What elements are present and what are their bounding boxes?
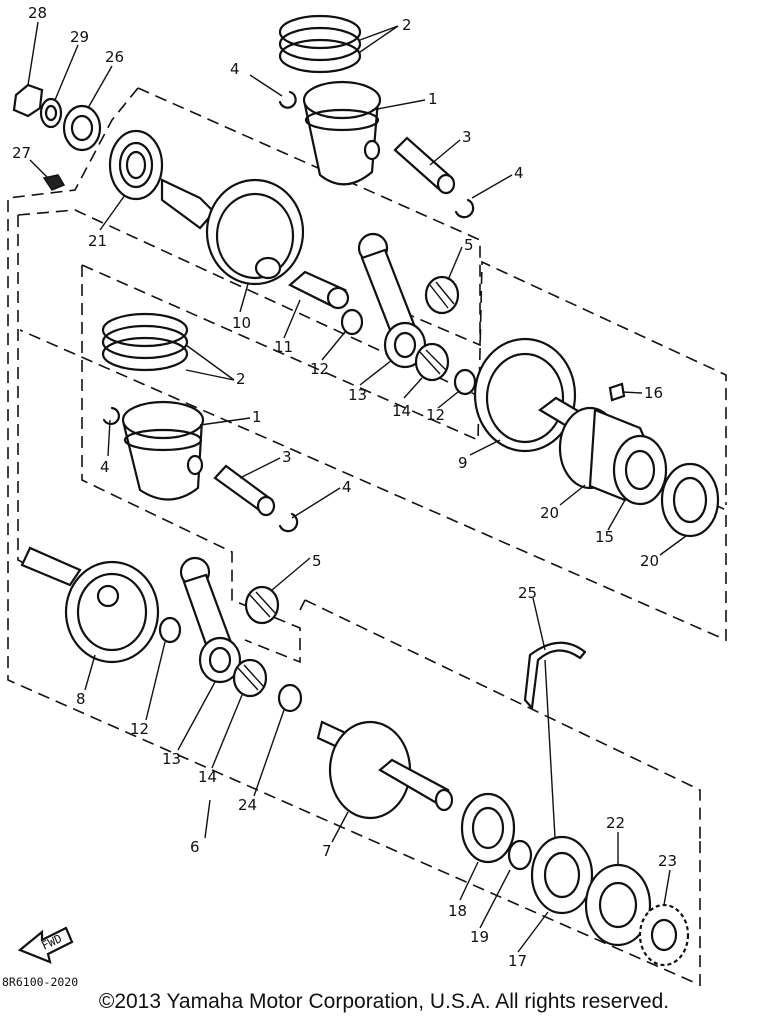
connecting-rod-upper	[357, 232, 427, 369]
piston-rings-upper	[278, 14, 362, 74]
bearing-17	[530, 835, 594, 915]
callout-1-lower: 1	[252, 408, 262, 426]
callout-2-lower: 2	[236, 370, 246, 388]
callout-22: 22	[606, 814, 625, 832]
callout-20-left: 20	[540, 504, 559, 522]
sprocket-23	[638, 903, 690, 967]
callout-6: 6	[190, 838, 200, 856]
callout-17: 17	[508, 952, 527, 970]
callout-12-lower: 12	[130, 720, 149, 738]
needle-bearing-big-end	[232, 658, 268, 698]
piston-pin-upper	[393, 136, 456, 195]
callout-7: 7	[322, 842, 332, 860]
thrust-washer	[453, 368, 477, 396]
piston-pin-clip	[278, 90, 297, 109]
bearing-21	[108, 129, 164, 201]
needle-bearing-small-end	[424, 275, 460, 315]
bearing-20	[660, 462, 720, 538]
assembly-boundary-lines	[7, 87, 727, 987]
callout-16: 16	[644, 384, 663, 402]
callout-11: 11	[274, 338, 293, 356]
callout-12-middle: 12	[426, 406, 445, 424]
callout-26: 26	[105, 48, 124, 66]
thrust-washer-24	[277, 683, 303, 713]
callout-21: 21	[88, 232, 107, 250]
piston-pin-lower	[213, 464, 276, 517]
forward-direction-arrow: FWD	[17, 926, 74, 964]
callout-13-lower: 13	[162, 750, 181, 768]
callout-5-upper: 5	[464, 236, 474, 254]
callout-5-lower: 5	[312, 552, 322, 570]
crank-pin-11	[288, 270, 350, 310]
callout-27: 27	[12, 144, 31, 162]
callout-3-lower: 3	[282, 448, 292, 466]
piston-rings-lower	[101, 312, 189, 372]
washer-19	[507, 839, 533, 871]
needle-bearing-big-end	[414, 342, 450, 382]
bearing-18	[460, 792, 516, 864]
callout-4-upper-left: 4	[230, 60, 240, 78]
callout-4-lower-left: 4	[100, 458, 110, 476]
piston-lower	[121, 400, 205, 501]
callout-23: 23	[658, 852, 677, 870]
callout-14-upper: 14	[392, 402, 411, 420]
crankshaft-half-7	[316, 720, 454, 820]
thrust-washer	[158, 616, 182, 644]
callout-28: 28	[28, 4, 47, 22]
callout-leader-lines	[27, 21, 687, 953]
callout-18: 18	[448, 902, 467, 920]
oil-seal-22	[584, 863, 652, 947]
callout-24: 24	[238, 796, 257, 814]
piston-upper	[302, 80, 382, 186]
callout-20-right: 20	[640, 552, 659, 570]
callout-29: 29	[70, 28, 89, 46]
connecting-rod-lower	[179, 556, 242, 684]
center-bearing-assembly	[558, 406, 668, 506]
woodruff-key	[42, 174, 66, 191]
callout-4-lower-right: 4	[342, 478, 352, 496]
callout-13-upper: 13	[348, 386, 367, 404]
callout-14-lower: 14	[198, 768, 217, 786]
circlip-25	[523, 641, 587, 710]
callout-15: 15	[595, 528, 614, 546]
needle-bearing-small-end	[244, 585, 280, 625]
piston-pin-clip	[454, 198, 475, 219]
piston-pin-clip	[102, 406, 120, 425]
dowel-pin	[608, 382, 626, 402]
callout-numbers: 28 29 26 27 21 2 4 1 3 4 10 11 12 13 5 1…	[12, 4, 677, 970]
crankshaft-half-10	[160, 178, 305, 286]
callout-1-upper: 1	[428, 90, 438, 108]
callout-19: 19	[470, 928, 489, 946]
callout-3-upper: 3	[462, 128, 472, 146]
crankshaft-half-8	[20, 546, 160, 664]
callout-10: 10	[232, 314, 251, 332]
callout-25: 25	[518, 584, 537, 602]
callout-9: 9	[458, 454, 468, 472]
copyright-notice: ©2013 Yamaha Motor Corporation, U.S.A. A…	[98, 990, 670, 1013]
thrust-washer	[340, 308, 364, 336]
callout-2-upper: 2	[402, 16, 412, 34]
callout-8: 8	[76, 690, 86, 708]
figure-code: 8R6100-2020	[2, 975, 78, 989]
crank-seal-bearing-stack	[12, 83, 102, 152]
crankshaft-center-9	[473, 337, 587, 453]
callout-4-upper-right: 4	[514, 164, 524, 182]
callout-12-upper: 12	[310, 360, 329, 378]
